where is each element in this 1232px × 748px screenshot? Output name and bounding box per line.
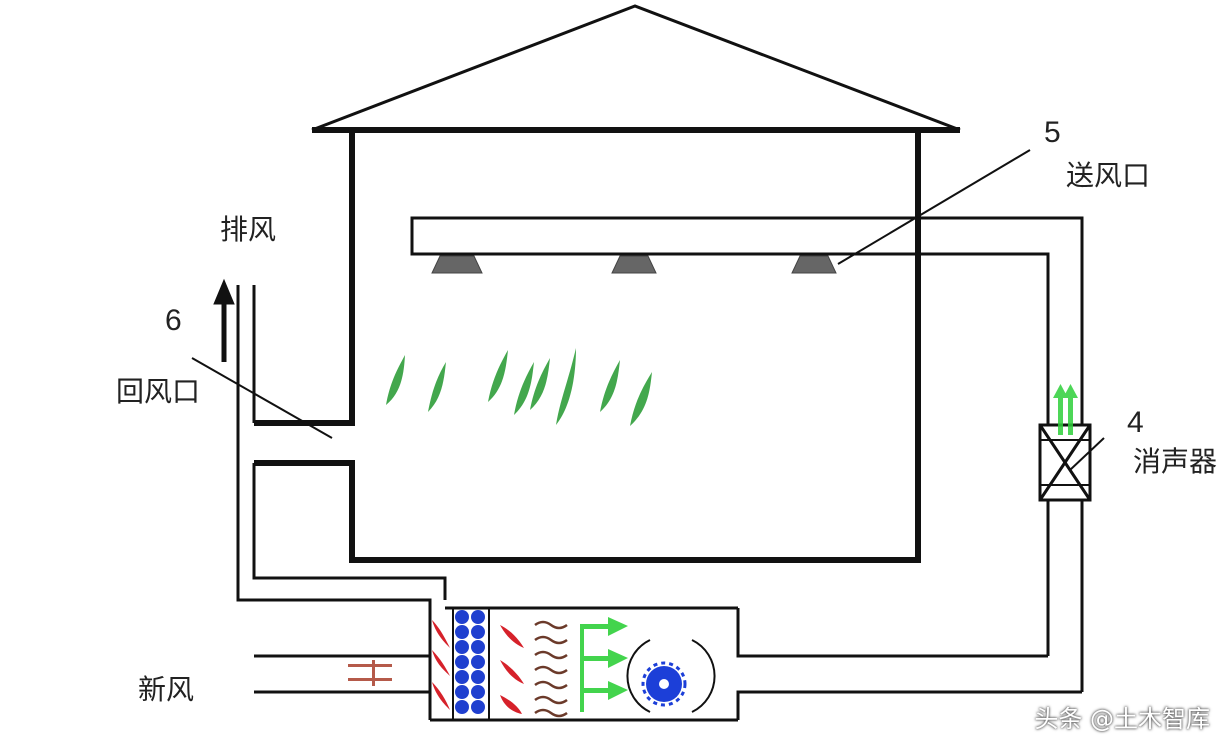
- watermark: 头条 @土木智库: [1034, 705, 1210, 733]
- diffuser: [431, 255, 483, 274]
- silencer-airflow-arrows: [1053, 384, 1078, 435]
- supply-vent-label: 送风口: [1066, 159, 1151, 192]
- fresh-air-duct: [254, 612, 432, 720]
- air-handling-unit: [430, 606, 1082, 722]
- diffuser: [791, 255, 837, 274]
- leader-6: [191, 357, 333, 439]
- supply-vent-number: 5: [1044, 116, 1061, 149]
- leaf: [386, 355, 405, 405]
- fresh-air-label: 新风: [138, 673, 195, 706]
- leaf: [600, 360, 620, 412]
- leader-5: [837, 149, 1031, 265]
- silencer-label: 消声器: [1133, 445, 1218, 478]
- leader-lines: [191, 149, 1105, 471]
- cooling-coil: [534, 620, 568, 718]
- room-walls: [254, 133, 921, 563]
- roof: [311, 4, 961, 133]
- leaf: [428, 362, 446, 412]
- leaf: [556, 348, 576, 425]
- leader-4: [1069, 437, 1105, 471]
- leaf: [530, 358, 550, 410]
- filter-blue: [455, 610, 485, 714]
- ahu-airflow-arrows: [580, 617, 628, 712]
- leaf: [630, 372, 652, 426]
- plants: [386, 348, 652, 426]
- return-exhaust-duct: [236, 285, 447, 612]
- leaf: [514, 362, 534, 415]
- supply-diffusers: [431, 255, 837, 274]
- filter-frame: [452, 608, 490, 720]
- fan: [626, 639, 716, 713]
- exhaust-label: 排风: [220, 213, 277, 246]
- fresh-air-arrows: [348, 660, 392, 686]
- silencer-number: 4: [1127, 406, 1144, 439]
- return-vent-label: 回风口: [116, 375, 201, 408]
- filter-red: [432, 620, 524, 714]
- diffuser: [611, 255, 657, 274]
- silencer: [1038, 423, 1092, 502]
- return-vent-number: 6: [165, 304, 182, 337]
- supply-duct: [410, 216, 1084, 692]
- exhaust-arrow: [213, 278, 235, 362]
- leaf: [488, 350, 508, 402]
